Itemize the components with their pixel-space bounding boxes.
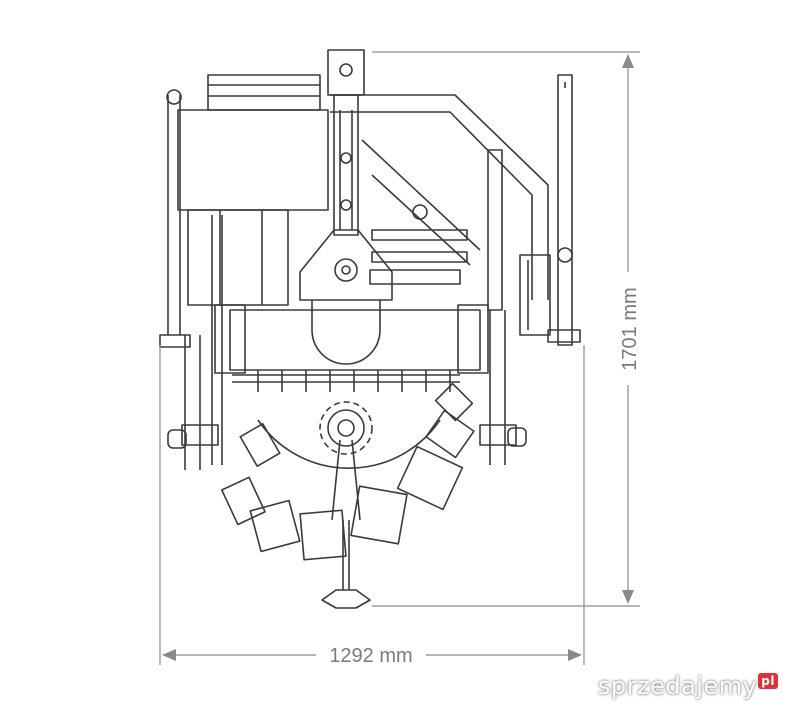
right-post xyxy=(479,74,581,447)
height-dimension xyxy=(372,51,640,607)
watermark-text: sprzedajemy xyxy=(597,672,758,700)
cross-beam xyxy=(214,304,489,392)
width-dimension-label: 1292 mm xyxy=(329,645,412,667)
cutting-teeth xyxy=(220,382,475,561)
pulley-plate xyxy=(299,204,468,365)
width-dimension xyxy=(159,345,585,665)
rotor-disc xyxy=(257,401,441,521)
left-frame xyxy=(159,89,223,470)
height-dimension-label: 1701 mm xyxy=(619,287,641,370)
watermark-badge: pl xyxy=(758,673,778,689)
central-mast xyxy=(327,49,365,236)
centre-foot xyxy=(321,520,371,609)
gearbox-housing xyxy=(177,74,329,306)
right-frame xyxy=(330,94,549,465)
